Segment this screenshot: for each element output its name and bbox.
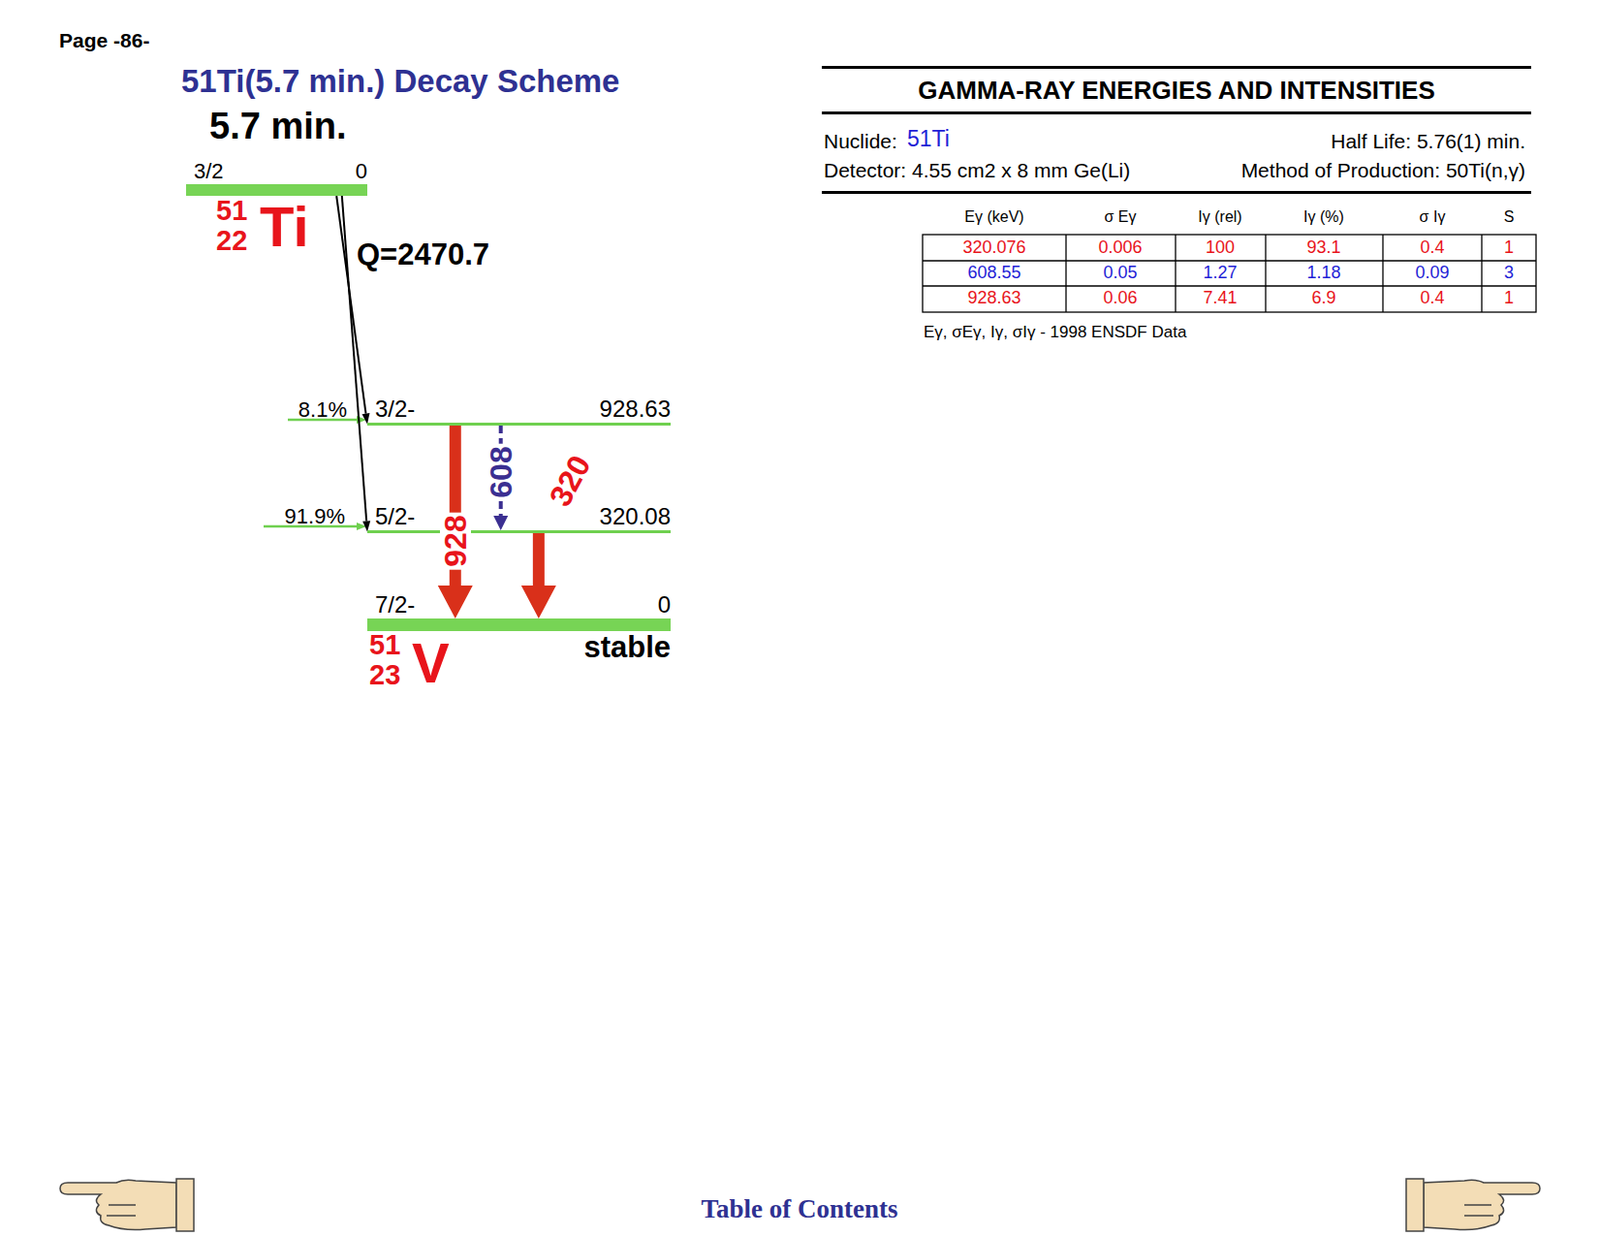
level-bar [367,618,671,631]
table-cell: 1 [1504,238,1514,258]
column-header: S [1504,208,1515,226]
gamma-transition [438,425,473,619]
table-info: Nuclide: [823,129,898,153]
spin-parity: 3/2- [375,396,415,422]
nav-link: Table of Contents [700,1194,898,1224]
gamma-energy: 608 [485,442,517,501]
spin-parity: 7/2- [375,592,415,618]
gamma-energy: 928 [439,512,471,570]
table-cell: 6.9 [1311,288,1336,309]
energy-level: 3/2 0 [186,159,368,196]
table-cell: 1.27 [1202,263,1237,283]
table-grid [922,234,1537,313]
mass-number: 51 [216,195,248,227]
table-cell: 0.06 [1102,288,1137,309]
energy-level: 7/2- 0 [367,592,671,631]
level-bar [186,184,368,196]
gamma-energy: 320 [542,447,597,513]
hand-icon [60,1178,194,1231]
level-energy: 928.63 [599,396,671,422]
beta-transition [336,195,370,425]
table-line [1174,234,1176,313]
table-cell: 0.05 [1102,263,1137,283]
table-line [1480,234,1482,313]
table-cell: 3 [1504,263,1514,283]
level-bar [367,530,671,534]
hand-icon [1406,1178,1540,1231]
table-info: Detector: 4.55 cm2 x 8 mm Ge(Li) [823,158,1130,182]
diagram-title: 51Ti(5.7 min.) Decay Scheme [181,63,620,99]
column-header: Iγ (%) [1303,208,1345,226]
hand-shape [1423,1179,1540,1229]
arrowhead [521,533,557,619]
table-cell: 7.41 [1202,288,1237,309]
table-title: GAMMA-RAY ENERGIES AND INTENSITIES [917,76,1436,105]
table-rule [821,65,1532,69]
spin-parity: 5/2- [375,503,415,530]
hand-shape [60,1179,177,1229]
table-line [1264,234,1266,313]
column-header: σ Eγ [1104,208,1137,226]
nuclide-name: 51Ti [907,126,950,152]
footnote: Eγ, σEγ, Iγ, σIγ - 1998 ENSDF Data [923,323,1187,343]
table-info: Method of Production: 50Ti(n,γ) [1241,158,1526,182]
level-text-row: 3/2- 928.63 [367,396,671,423]
table-line [1065,234,1067,313]
table-rules [821,65,1532,194]
table-cell: 100 [1205,238,1235,258]
table-line [922,284,1537,286]
level-energy: 320.08 [599,503,671,530]
table-cell: 0.4 [1419,288,1444,309]
table-rule [821,111,1532,115]
column-header: Iγ (rel) [1197,208,1242,226]
table-cell: 928.63 [967,288,1021,309]
table-cell: 1.18 [1306,263,1341,283]
table-cell: 0.4 [1419,238,1444,258]
finger-line [106,1204,136,1216]
q-value: Q=2470.7 [356,238,490,272]
table-line [922,259,1537,261]
mass-number: 51 [369,629,401,661]
table-cell: 608.55 [967,263,1021,283]
table-cell: 0.006 [1098,238,1142,258]
branching-ratio: 91.9% [284,504,346,529]
table-rule [821,190,1532,194]
energy-level: 5/2- 320.08 [367,503,671,534]
level-energy: 0 [355,159,368,184]
atomic-number: 22 [216,225,248,257]
atomic-number: 23 [369,659,401,691]
branching-ratio: 8.1% [298,398,347,422]
table-cell: 1 [1504,288,1514,309]
cuff [176,1178,194,1231]
table-cell: 93.1 [1306,238,1341,258]
stability-note: stable [583,630,671,664]
level-text-row: 3/2 0 [186,159,368,185]
table-cell: 0.09 [1414,263,1449,283]
arrow-shaft [336,195,366,414]
table-border [922,234,1537,313]
page-number: Page -86- [59,29,150,52]
element-symbol: V [411,631,450,694]
finger-line [1464,1204,1494,1216]
level-text-row: 5/2- 320.08 [367,503,671,531]
column-header: σ Iγ [1419,208,1446,226]
table-cell: 320.076 [962,238,1026,258]
spin-parity: 3/2 [193,159,224,184]
half-life: 5.7 min. [209,106,347,148]
level-bar [367,422,671,426]
column-header: Eγ (keV) [964,208,1024,226]
feeding-lines [263,415,367,531]
arrowhead [438,425,473,619]
element-symbol: Ti [259,195,310,258]
level-text-row: 7/2- 0 [367,592,671,619]
table-info: Half Life: 5.76(1) min. [1330,129,1526,153]
table-line [1381,234,1383,313]
gamma-transition [521,533,557,619]
level-energy: 0 [658,592,671,618]
energy-level: 3/2- 928.63 [367,396,671,426]
cuff [1406,1178,1424,1231]
arrowhead [493,515,508,531]
